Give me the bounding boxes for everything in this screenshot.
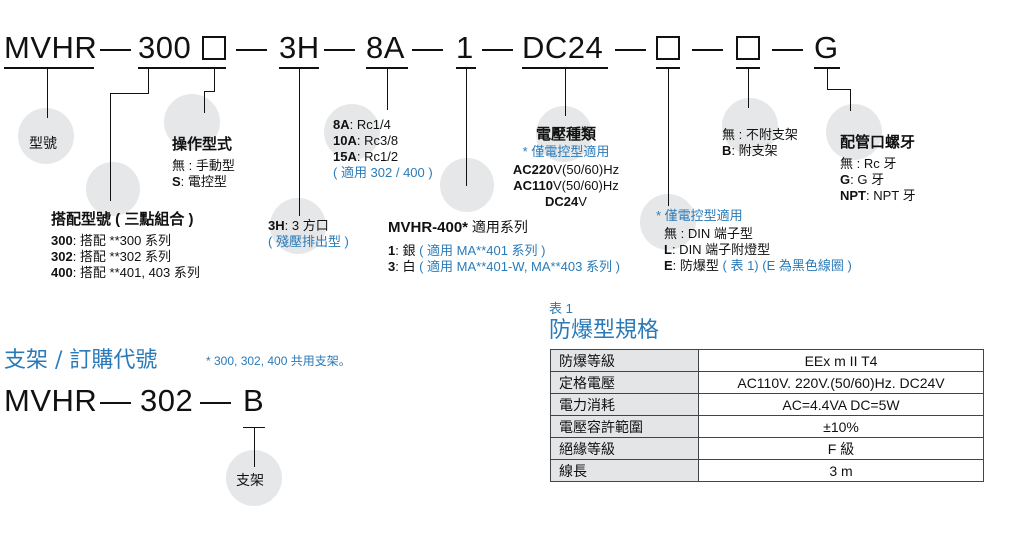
code-sep: —: [615, 30, 647, 65]
block-operation: 操作型式 無 : 手動型 S: 電控型: [172, 136, 235, 190]
circle-operation: [164, 94, 220, 150]
block-series400: MVHR-400* 適用系列 1: 銀 ( 適用 MA**401 系列 ) 3:…: [388, 218, 620, 275]
combination-line: 300: 搭配 **300 系列: [51, 233, 171, 248]
pipe-thread-line: NPT: NPT 牙: [840, 188, 916, 203]
voltage-title: 電壓種類: [535, 126, 596, 143]
voltage-line: AC220V(50/60)Hz: [512, 162, 620, 177]
spec-table: 防爆等級 EEx m II T4 定格電壓 AC110V. 220V.(50/6…: [550, 349, 984, 482]
table-row: 電力消耗 AC=4.4VA DC=5W: [550, 393, 984, 416]
circle-port: [270, 198, 326, 254]
bracket-code-302: 302: [140, 383, 194, 418]
code-1: 1: [456, 30, 474, 65]
series400-title: MVHR-400* 適用系列: [388, 219, 528, 236]
bracket-code-mvhr: MVHR: [4, 383, 98, 418]
block-bracket-option: 無 : 不附支架 B: 附支架: [722, 127, 798, 159]
code-3h: 3H: [279, 30, 320, 65]
series400-line: 1: 銀 ( 適用 MA**401 系列 ): [388, 243, 546, 258]
combination-line: 400: 搭配 **401, 403 系列: [51, 265, 200, 280]
table-value: F 級: [698, 437, 984, 460]
code-sep: —: [200, 383, 232, 418]
bracket-option-line: 無 : 不附支架: [722, 127, 798, 142]
underline-300: [138, 67, 226, 69]
combination-title: 搭配型號 ( 三點組合 ): [51, 211, 194, 228]
code-sep: —: [772, 30, 804, 65]
table-row: 絕緣等級 F 級: [550, 437, 984, 460]
bracket-label: 支架: [236, 472, 264, 488]
pipe-thread-line: G: G 牙: [840, 172, 885, 187]
combination-line: 302: 搭配 **302 系列: [51, 249, 171, 264]
circle-combination: [86, 162, 140, 216]
code-box-operation: [202, 36, 226, 60]
code-sep: —: [324, 30, 356, 65]
voltage-line: AC110V(50/60)Hz: [513, 178, 619, 193]
block-voltage: 電壓種類 * 僅電控型適用 AC220V(50/60)Hz AC110V(50/…: [506, 126, 626, 210]
thread-line: 15A: Rc1/2: [333, 149, 399, 164]
voltage-note: * 僅電控型適用: [522, 144, 610, 159]
table-key: 電壓容許範圍: [550, 415, 699, 438]
thread-line: 10A: Rc3/8: [333, 133, 399, 148]
circle-voltage: [536, 106, 592, 162]
operation-line: S: 電控型: [172, 174, 227, 189]
operation-line: 無 : 手動型: [172, 158, 235, 173]
table-caption-small: 表 1: [549, 301, 573, 316]
underline-mvhr: [4, 67, 94, 69]
table-key: 電力消耗: [550, 393, 699, 416]
table-row: 定格電壓 AC110V. 220V.(50/60)Hz. DC24V: [550, 371, 984, 394]
code-sep: —: [100, 383, 132, 418]
pipe-thread-line: 無 : Rc 牙: [840, 156, 897, 171]
block-port: 3H: 3 方口 ( 殘壓排出型 ): [268, 218, 349, 250]
code-box-bracket: [736, 36, 760, 60]
pipe-thread-title: 配管口螺牙: [840, 134, 916, 151]
block-pipe-thread: 配管口螺牙 無 : Rc 牙 G: G 牙 NPT: NPT 牙: [840, 134, 916, 204]
code-g: G: [814, 30, 839, 65]
code-dc24: DC24: [522, 30, 604, 65]
block-terminal: * 僅電控型適用 無 : DIN 端子型 L: DIN 端子附燈型 E: 防爆型…: [656, 208, 852, 274]
voltage-line: DC24V: [545, 194, 587, 209]
table-value: AC110V. 220V.(50/60)Hz. DC24V: [698, 371, 984, 394]
port-line: 3H: 3 方口: [268, 218, 329, 233]
code-sep: —: [412, 30, 444, 65]
table-value: EEx m II T4: [698, 349, 984, 372]
terminal-line: L: DIN 端子附燈型: [664, 242, 771, 257]
table-key: 定格電壓: [550, 371, 699, 394]
code-sep: —: [100, 30, 132, 65]
table-caption: 防爆型規格: [549, 318, 660, 343]
terminal-line: 無 : DIN 端子型: [664, 226, 753, 241]
table-key: 線長: [550, 459, 699, 482]
code-8a: 8A: [366, 30, 405, 65]
code-sep: —: [692, 30, 724, 65]
operation-title: 操作型式: [172, 136, 233, 153]
bracket-code-b: B: [243, 383, 265, 418]
block-combination: 搭配型號 ( 三點組合 ) 300: 搭配 **300 系列 302: 搭配 *…: [51, 211, 200, 281]
table-key: 防爆等級: [550, 349, 699, 372]
table-row: 電壓容許範圍 ±10%: [550, 415, 984, 438]
circle-bracket: [722, 98, 778, 154]
table-key: 絕緣等級: [550, 437, 699, 460]
table-value: ±10%: [698, 415, 984, 438]
table-value: 3 m: [698, 459, 984, 482]
label-model: 型號: [29, 135, 57, 151]
circle-series400: [440, 158, 494, 212]
circle-pipe-thread: [826, 104, 882, 160]
bracket-section-title: 支架 / 訂購代號: [4, 348, 158, 373]
table-row: 線長 3 m: [550, 459, 984, 482]
circle-thread: [324, 104, 380, 160]
code-300: 300: [138, 30, 192, 65]
terminal-line: E: 防爆型 ( 表 1) (E 為黑色線圈 ): [664, 258, 852, 273]
circle-model: [18, 108, 74, 164]
table-value: AC=4.4VA DC=5W: [698, 393, 984, 416]
port-note: ( 殘壓排出型 ): [268, 234, 349, 249]
block-thread: 8A: Rc1/4 10A: Rc3/8 15A: Rc1/2 ( 適用 302…: [333, 117, 433, 181]
thread-note: ( 適用 302 / 400 ): [333, 165, 433, 180]
table-row: 防爆等級 EEx m II T4: [550, 349, 984, 372]
bracket-section-note: * 300, 302, 400 共用支架。: [206, 354, 351, 368]
bracket-option-line: B: 附支架: [722, 143, 778, 158]
thread-line: 8A: Rc1/4: [333, 117, 391, 132]
code-mvhr: MVHR: [4, 30, 98, 65]
series400-line: 3: 白 ( 適用 MA**401-W, MA**403 系列 ): [388, 259, 620, 274]
terminal-note: * 僅電控型適用: [656, 208, 743, 223]
code-box-terminal: [656, 36, 680, 60]
code-sep: —: [236, 30, 268, 65]
code-sep: —: [482, 30, 514, 65]
